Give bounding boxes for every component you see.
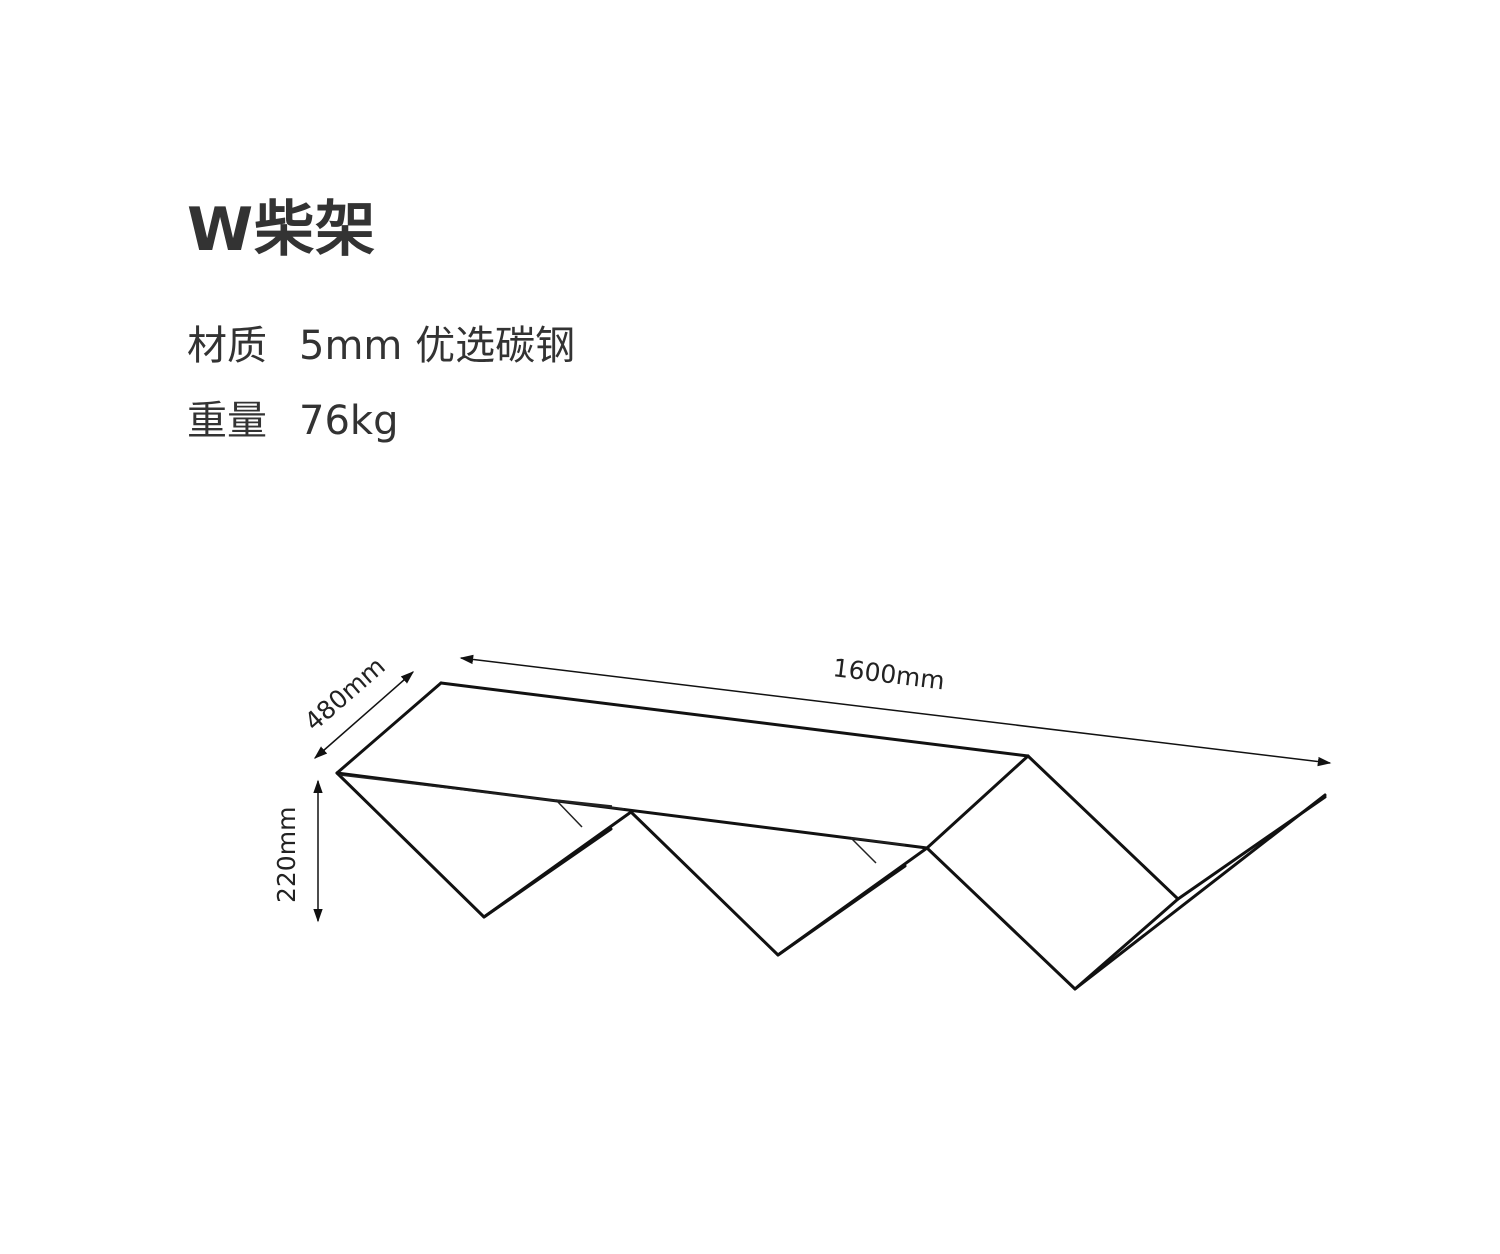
- top-front-edge: [335, 771, 929, 850]
- back-right-wing: [1176, 795, 1327, 901]
- spec-material: 材质 5mm 优选碳钢: [187, 326, 575, 366]
- spec-material-label: 材质: [187, 323, 267, 369]
- inner-line-2: [555, 799, 613, 807]
- spec-material-value: 5mm 优选碳钢: [299, 323, 576, 369]
- spec-weight: 重量 76kg: [187, 401, 398, 441]
- back-fold-right: [1073, 897, 1180, 991]
- front-zigzag: [335, 771, 1327, 991]
- depth-arrow: [313, 671, 415, 759]
- inner-line-3: [850, 837, 877, 864]
- back-fold-middle: [776, 864, 907, 957]
- shelf-outline: [335, 681, 1327, 991]
- spec-weight-value: 76kg: [299, 398, 399, 444]
- product-title: W柴架: [187, 195, 377, 265]
- dimension-length: 1600mm: [459, 653, 1332, 767]
- back-fold-left: [482, 827, 613, 919]
- top-right-fold: [925, 754, 1030, 850]
- height-label: 220mm: [272, 807, 301, 903]
- back-right-panel: [1026, 754, 1180, 901]
- inner-line-1: [555, 799, 583, 828]
- dimension-depth: 480mm: [299, 651, 415, 759]
- inner-line-5: [339, 774, 625, 810]
- length-label: 1600mm: [831, 653, 946, 695]
- shelf-inner-lines: [339, 774, 906, 864]
- inner-line-4: [850, 837, 906, 846]
- depth-label: 480mm: [299, 651, 391, 736]
- length-arrow: [459, 654, 1332, 767]
- dimension-height: 220mm: [272, 779, 323, 923]
- spec-weight-label: 重量: [187, 398, 267, 444]
